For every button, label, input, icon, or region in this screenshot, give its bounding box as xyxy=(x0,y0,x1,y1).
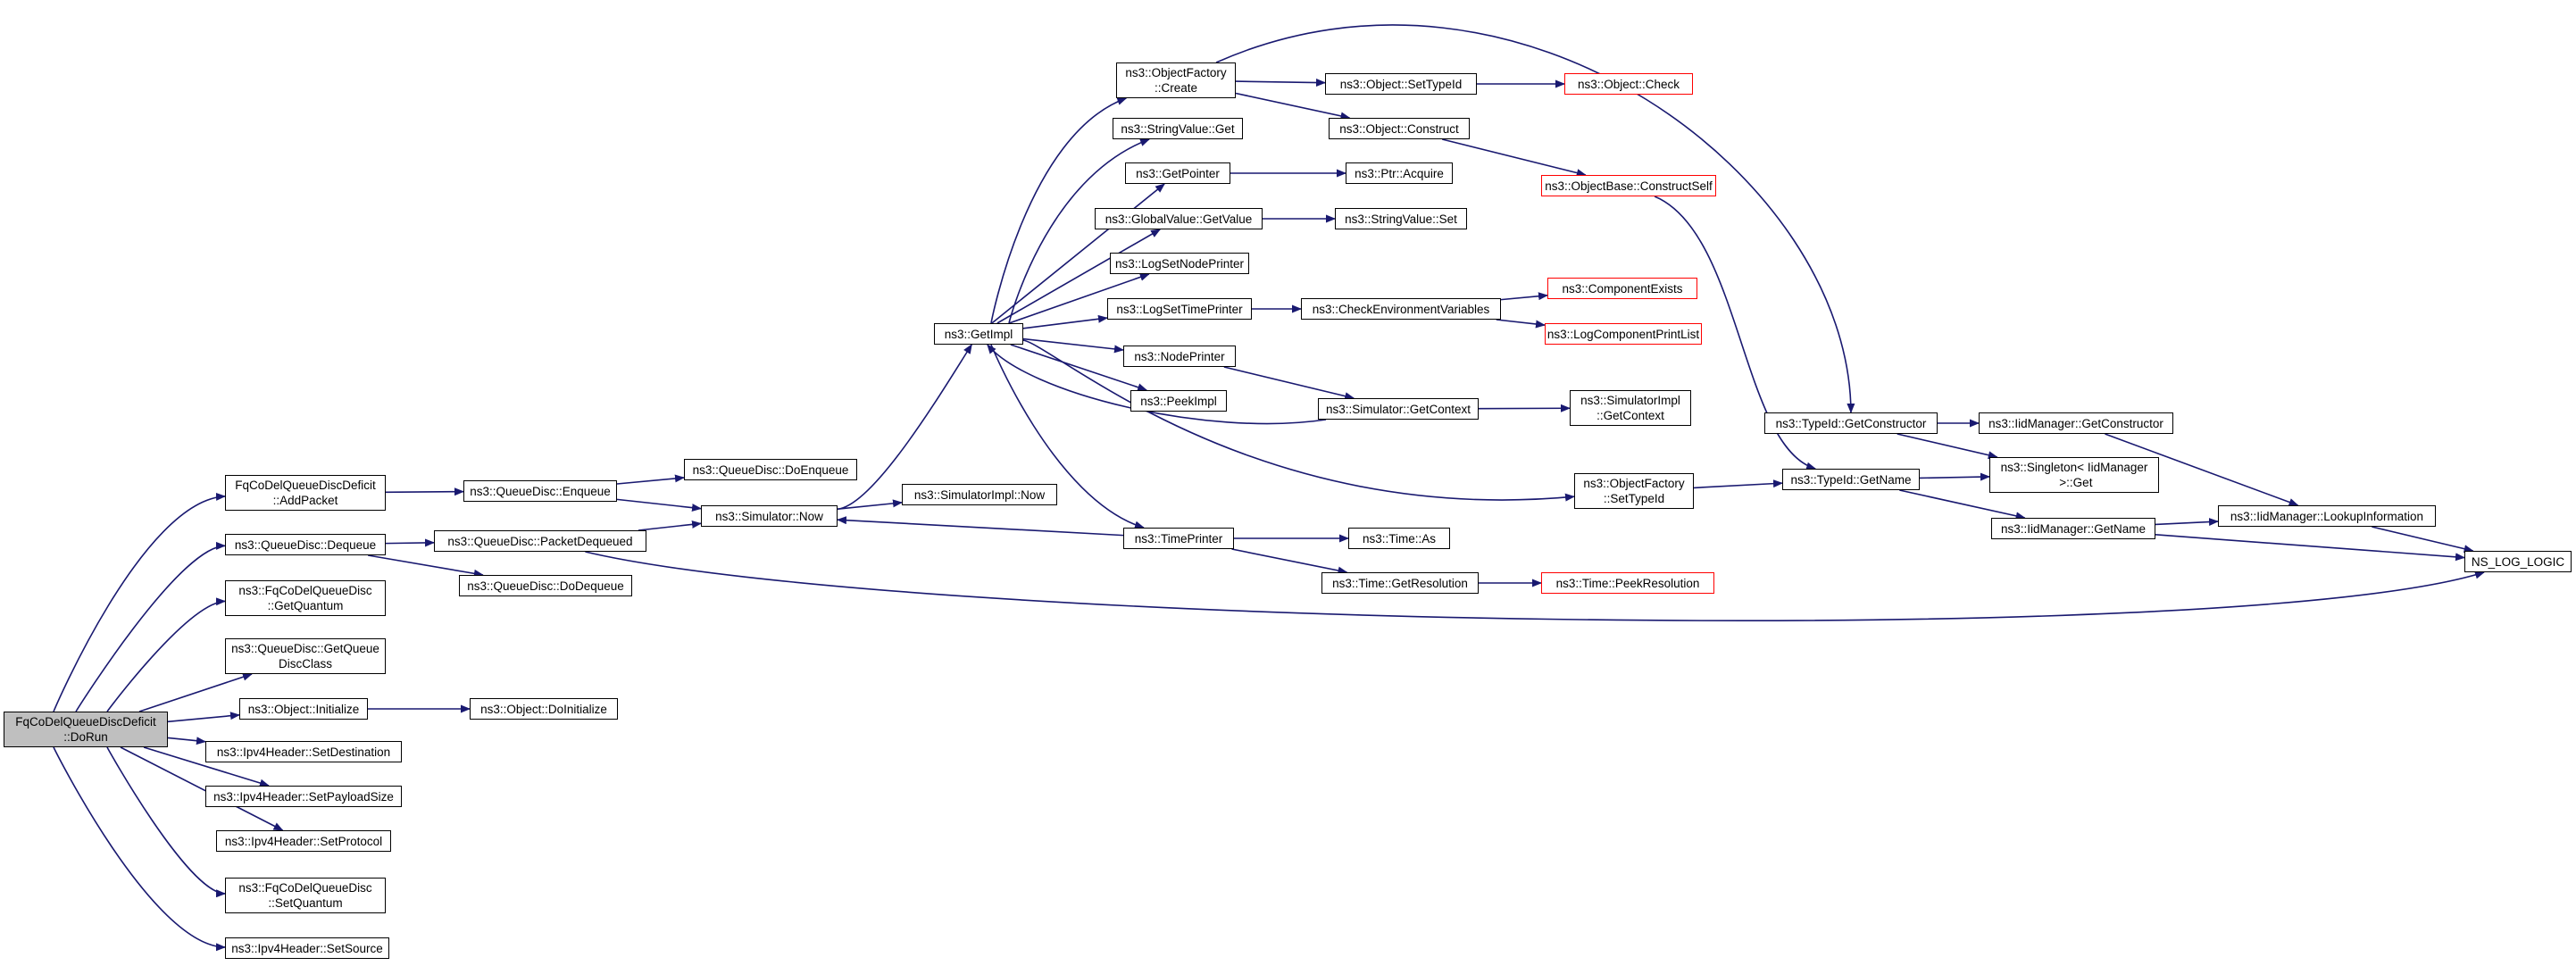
node-nodeprinter[interactable]: ns3::NodePrinter xyxy=(1123,346,1236,367)
node-peekimpl[interactable]: ns3::PeekImpl xyxy=(1130,390,1227,412)
edge-root-to-qdDequeue xyxy=(75,541,226,712)
edge-getImpl-to-peekImpl xyxy=(1010,344,1148,392)
node-timeprinter[interactable]: ns3::TimePrinter xyxy=(1123,528,1234,549)
edge-root-to-setSource xyxy=(53,746,226,952)
node-stringvalue-get[interactable]: ns3::StringValue::Get xyxy=(1113,118,1243,139)
node-getpointer[interactable]: ns3::GetPointer xyxy=(1125,162,1230,184)
edge-getImpl-to-getPointer xyxy=(991,183,1165,324)
edge-iidGetName-to-iidLookupInformation xyxy=(2155,518,2219,527)
node-queuedisc-dequeue[interactable]: ns3::QueueDisc::Dequeue xyxy=(225,534,386,555)
edge-getImpl-to-objFactorySetTypeId xyxy=(1022,339,1575,502)
edge-root-to-fqSetQuantum xyxy=(106,746,226,898)
node-iidmanager-getname[interactable]: ns3::IidManager::GetName xyxy=(1991,518,2155,539)
edge-getImpl-to-nodePrinter xyxy=(1022,337,1124,354)
edge-addPacket-to-qdEnqueue xyxy=(385,487,464,496)
edge-iidGetConstructor-to-iidLookupInformation xyxy=(2105,433,2299,506)
edge-root-to-fqGetQuantum xyxy=(106,597,226,712)
edge-typeIdGetName-to-singletonGet xyxy=(1919,472,1990,481)
edge-qdEnqueue-to-doEnqueue xyxy=(616,474,685,485)
node-object-initialize[interactable]: ns3::Object::Initialize xyxy=(239,698,368,720)
edge-qdDequeue-to-packetDequeued xyxy=(385,538,435,547)
edge-timePrinter-to-timeGetResolution xyxy=(1231,548,1348,575)
edge-getImpl-to-stringValueGet xyxy=(1008,138,1151,324)
edge-checkEnvVars-to-logComponentPrintList xyxy=(1496,319,1546,329)
node-queuedisc-getqueuediscclass[interactable]: ns3::QueueDisc::GetQueue DiscClass xyxy=(225,638,386,674)
edge-iidGetName-to-nsLogLogic xyxy=(2155,534,2465,562)
node-fqcodel-deficit-addpacket[interactable]: FqCoDelQueueDiscDeficit ::AddPacket xyxy=(225,475,386,511)
node-simulatorimpl-getcontext[interactable]: ns3::SimulatorImpl ::GetContext xyxy=(1570,390,1691,426)
node-getimpl[interactable]: ns3::GetImpl xyxy=(934,323,1023,345)
edge-root-to-addPacket xyxy=(53,492,226,712)
edge-objConstruct-to-constructSelf xyxy=(1441,138,1587,177)
edge-root-to-getQueueDiscClass xyxy=(138,672,253,712)
node-queuedisc-packetdequeued[interactable]: ns3::QueueDisc::PacketDequeued xyxy=(434,530,646,552)
node-componentexists[interactable]: ns3::ComponentExists xyxy=(1547,278,1697,299)
node-simulator-getcontext[interactable]: ns3::Simulator::GetContext xyxy=(1318,398,1479,420)
node-iidmanager-lookupinformation[interactable]: ns3::IidManager::LookupInformation xyxy=(2218,505,2436,527)
node-simulatorimpl-now[interactable]: ns3::SimulatorImpl::Now xyxy=(902,484,1057,505)
node-ipv4header-setpayloadsize[interactable]: ns3::Ipv4Header::SetPayloadSize xyxy=(205,786,402,807)
edge-objFactoryCreate-to-objSetTypeId xyxy=(1235,78,1326,87)
edge-root-to-setDestination xyxy=(167,737,206,745)
edge-root-to-setPayloadSize xyxy=(143,746,270,787)
node-singleton-iidmanager-get[interactable]: ns3::Singleton< IidManager >::Get xyxy=(1989,457,2159,493)
node-ipv4header-setprotocol[interactable]: ns3::Ipv4Header::SetProtocol xyxy=(216,830,391,852)
node-checkenvironmentvariables[interactable]: ns3::CheckEnvironmentVariables xyxy=(1301,298,1501,320)
edge-getImpl-to-globalValueGetValue xyxy=(996,229,1162,324)
edge-typeIdGetName-to-iidGetName xyxy=(1899,489,2026,520)
edge-constructSelf-to-typeIdGetName xyxy=(1654,196,1817,471)
node-globalvalue-getvalue[interactable]: ns3::GlobalValue::GetValue xyxy=(1095,208,1263,229)
edge-checkEnvVars-to-componentExists xyxy=(1500,292,1548,301)
node-fqcodel-setquantum[interactable]: ns3::FqCoDelQueueDisc ::SetQuantum xyxy=(225,878,386,913)
node-time-as[interactable]: ns3::Time::As xyxy=(1348,528,1450,549)
edge-nodePrinter-to-simGetContext xyxy=(1223,366,1355,401)
node-time-peekresolution[interactable]: ns3::Time::PeekResolution xyxy=(1541,572,1714,594)
node-fqcodel-getquantum[interactable]: ns3::FqCoDelQueueDisc ::GetQuantum xyxy=(225,580,386,616)
edge-timePrinter-to-simNow xyxy=(837,516,1124,537)
node-objectfactory-settypeid[interactable]: ns3::ObjectFactory ::SetTypeId xyxy=(1574,473,1694,509)
node-object-construct[interactable]: ns3::Object::Construct xyxy=(1329,118,1470,139)
edge-packetDequeued-to-nsLogLogic xyxy=(585,551,2485,621)
node-object-check[interactable]: ns3::Object::Check xyxy=(1564,73,1693,95)
node-logsetnodeprinter[interactable]: ns3::LogSetNodePrinter xyxy=(1110,253,1249,274)
node-queuedisc-dodequeue[interactable]: ns3::QueueDisc::DoDequeue xyxy=(459,575,632,596)
edge-simNow-to-simImplNow xyxy=(837,499,903,510)
edge-objFactorySetTypeId-to-typeIdGetName xyxy=(1693,479,1783,489)
node-object-doinitialize[interactable]: ns3::Object::DoInitialize xyxy=(470,698,618,720)
node-object-settypeid[interactable]: ns3::Object::SetTypeId xyxy=(1325,73,1477,95)
edge-getImpl-to-objFactoryCreate xyxy=(990,97,1128,324)
edge-root-to-objInitialize xyxy=(167,712,240,723)
node-simulator-now[interactable]: ns3::Simulator::Now xyxy=(701,505,838,527)
node-objectfactory-create[interactable]: ns3::ObjectFactory ::Create xyxy=(1116,62,1236,98)
edge-objFactoryCreate-to-objConstruct xyxy=(1235,92,1351,121)
edge-objFactoryCreate-to-typeIdGetConstructor xyxy=(1215,24,1855,413)
node-fqcodel-deficit-dorun: FqCoDelQueueDiscDeficit ::DoRun xyxy=(4,712,168,747)
node-ptr-acquire[interactable]: ns3::Ptr::Acquire xyxy=(1346,162,1453,184)
node-typeid-getname[interactable]: ns3::TypeId::GetName xyxy=(1782,469,1920,490)
edge-root-to-setProtocol xyxy=(120,746,284,831)
node-ns-log-logic[interactable]: NS_LOG_LOGIC xyxy=(2464,551,2572,572)
edge-qdDequeue-to-doDequeue xyxy=(368,554,484,578)
edge-packetDequeued-to-simNow xyxy=(638,520,702,531)
node-ipv4header-setdestination[interactable]: ns3::Ipv4Header::SetDestination xyxy=(205,741,402,762)
edge-typeIdGetConstructor-to-singletonGet xyxy=(1897,433,1998,460)
node-stringvalue-set[interactable]: ns3::StringValue::Set xyxy=(1335,208,1467,229)
edge-simNow-to-getImpl xyxy=(837,344,972,511)
edge-getImpl-to-logSetTimePrinter xyxy=(1022,314,1108,329)
edge-qdEnqueue-to-simNow xyxy=(616,498,702,512)
node-iidmanager-getconstructor[interactable]: ns3::IidManager::GetConstructor xyxy=(1979,412,2173,434)
node-queuedisc-enqueue[interactable]: ns3::QueueDisc::Enqueue xyxy=(463,480,617,502)
node-objectbase-constructself[interactable]: ns3::ObjectBase::ConstructSelf xyxy=(1541,175,1716,196)
node-logsettimeprinter[interactable]: ns3::LogSetTimePrinter xyxy=(1107,298,1252,320)
node-time-getresolution[interactable]: ns3::Time::GetResolution xyxy=(1321,572,1479,594)
node-queuedisc-doenqueue[interactable]: ns3::QueueDisc::DoEnqueue xyxy=(684,459,857,480)
node-logcomponentprintlist[interactable]: ns3::LogComponentPrintList xyxy=(1545,323,1702,345)
edge-simGetContext-to-getImpl xyxy=(987,344,1327,425)
node-typeid-getconstructor[interactable]: ns3::TypeId::GetConstructor xyxy=(1764,412,1938,434)
edge-iidLookupInformation-to-nsLogLogic xyxy=(2372,526,2474,554)
edge-getImpl-to-logSetNodePrinter xyxy=(1008,273,1150,324)
node-ipv4header-setsource[interactable]: ns3::Ipv4Header::SetSource xyxy=(225,937,389,959)
